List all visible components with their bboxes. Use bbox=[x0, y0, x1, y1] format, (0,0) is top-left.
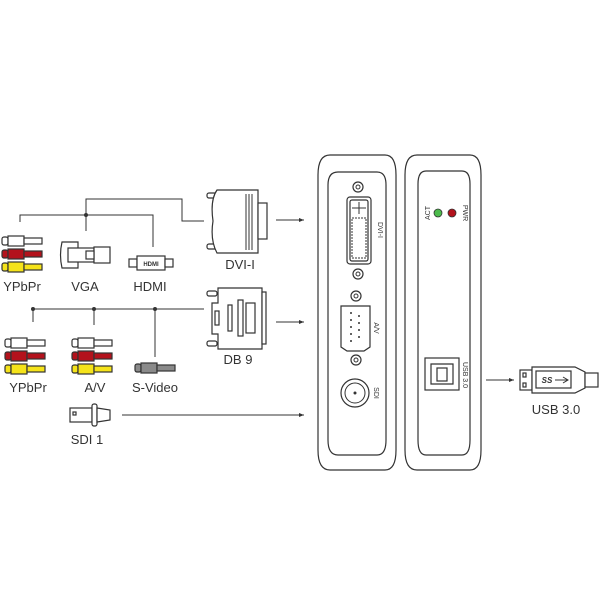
dvi-connector-icon bbox=[206, 189, 268, 254]
sdi-plug-icon bbox=[69, 403, 111, 427]
usb-ss-logo: SS bbox=[542, 376, 553, 385]
ypbpr-bottom-label: YPbPr bbox=[9, 380, 47, 395]
device-front-panel: DVI-I A/V SDI bbox=[317, 154, 397, 471]
usb-label: USB 3.0 bbox=[532, 402, 580, 417]
av-label: A/V bbox=[85, 380, 106, 395]
ypbpr-rca-bottom-icon bbox=[4, 337, 46, 375]
vga-label: VGA bbox=[71, 279, 99, 294]
vga-connector-icon bbox=[59, 241, 111, 269]
av-port-icon bbox=[340, 290, 371, 366]
db9-bus-lines bbox=[31, 307, 204, 357]
hdmi-connector-icon: HDMI bbox=[128, 255, 174, 271]
pwr-label: PWR bbox=[461, 205, 468, 221]
dvi-port-icon bbox=[346, 181, 372, 280]
pwr-led-icon bbox=[447, 208, 457, 218]
sdi-label: SDI 1 bbox=[71, 432, 104, 447]
dvi-port-label: DVI-I bbox=[376, 222, 383, 238]
hdmi-logo: HDMI bbox=[143, 262, 159, 268]
dvi-bus-lines bbox=[19, 198, 204, 247]
svideo-label: S-Video bbox=[132, 380, 178, 395]
act-label: ACT bbox=[425, 205, 432, 220]
ypbpr-rca-top-icon bbox=[1, 235, 43, 273]
db9-label: DB 9 bbox=[224, 352, 253, 367]
usb-port-label: USB 3.0 bbox=[461, 362, 468, 388]
hdmi-label: HDMI bbox=[133, 279, 166, 294]
dvi-label: DVI-I bbox=[225, 257, 255, 272]
device-back-panel: ACT PWR USB 3.0 bbox=[404, 154, 482, 471]
usb-plug-icon: SS bbox=[519, 366, 599, 394]
sdi-port-label: SDI bbox=[372, 387, 379, 399]
db9-connector-icon bbox=[206, 287, 267, 350]
av-port-label: A/V bbox=[372, 322, 379, 334]
av-rca-icon bbox=[71, 337, 113, 375]
act-led-icon bbox=[433, 208, 443, 218]
usb-b-port-icon bbox=[424, 357, 460, 391]
svideo-plug-icon bbox=[134, 362, 176, 374]
ypbpr-top-label: YPbPr bbox=[3, 279, 41, 294]
sdi-bnc-port-icon bbox=[340, 378, 370, 408]
